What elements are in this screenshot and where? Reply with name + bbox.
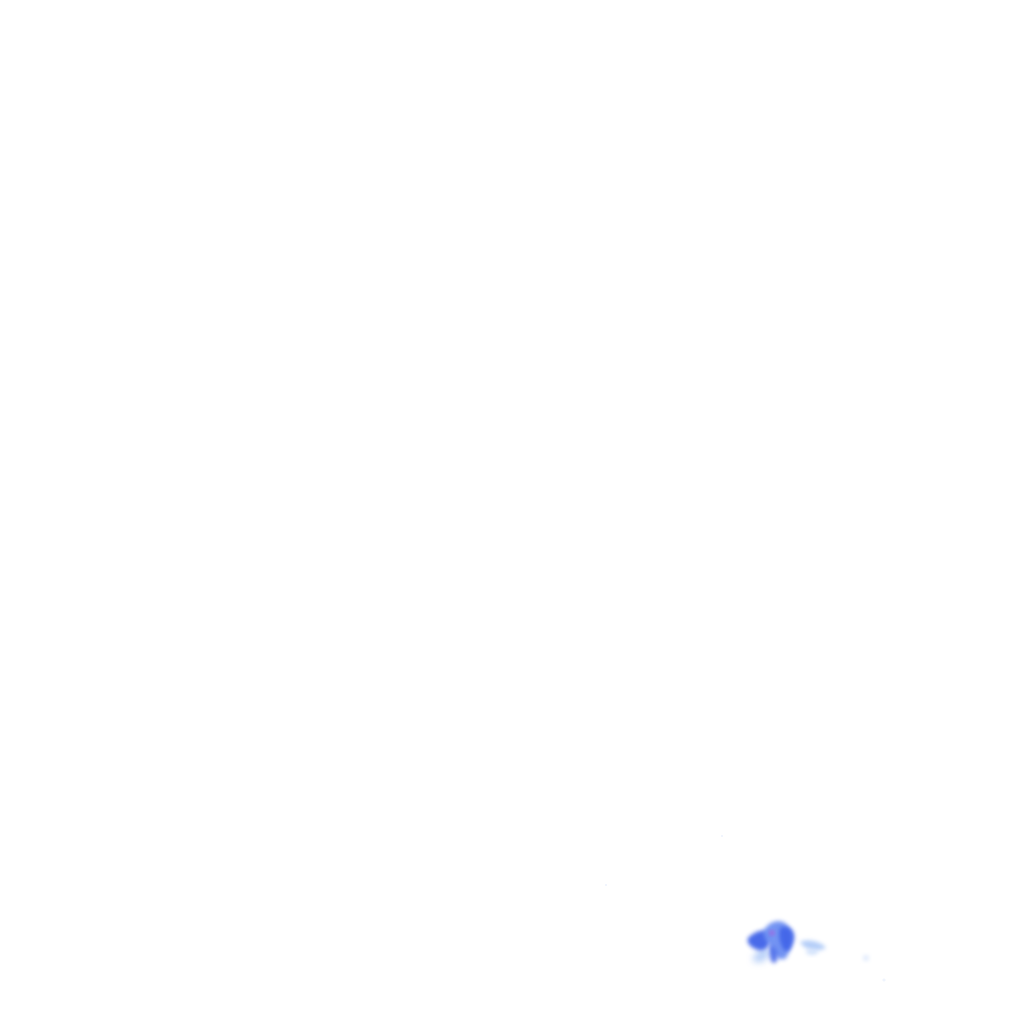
blot-center <box>763 921 792 960</box>
speck <box>721 835 723 837</box>
blot-tail <box>806 949 818 955</box>
blot-tail <box>800 940 826 951</box>
blot-accent <box>769 930 775 936</box>
speck <box>863 955 869 961</box>
blot-left-lobe <box>747 930 771 951</box>
blot-halo <box>752 947 770 963</box>
speck <box>605 884 607 886</box>
blot-right-lobe <box>779 926 795 952</box>
speck <box>882 978 886 982</box>
blot-drip <box>769 944 778 964</box>
